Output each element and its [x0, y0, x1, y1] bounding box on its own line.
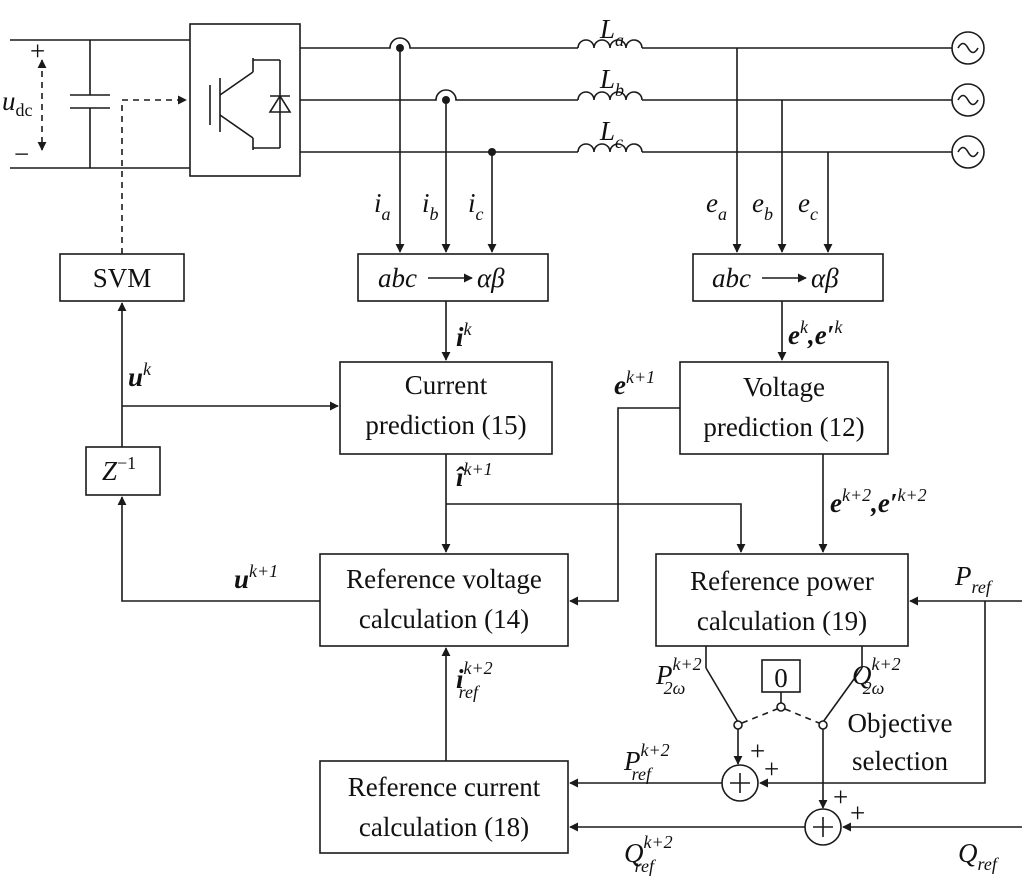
voltage-prediction-block: Voltage prediction (12)	[679, 361, 889, 455]
summer-p: + +	[721, 729, 779, 802]
zero-block: 0	[774, 663, 788, 693]
uk-label: uk	[128, 359, 152, 392]
delay-label: Z−1	[102, 453, 136, 486]
ea-label: ea	[706, 188, 727, 224]
inductor-c-label: Lc	[599, 116, 623, 152]
svg-text:αβ: αβ	[811, 263, 839, 293]
svg-text:calculation (18): calculation (18)	[359, 812, 529, 842]
abc-transform-current: abc αβ	[357, 253, 549, 302]
ihat-label: îk+1	[456, 459, 493, 492]
svg-text:Reference power: Reference power	[690, 566, 874, 596]
svg-text:calculation (14): calculation (14)	[359, 604, 529, 634]
inverter	[189, 23, 301, 177]
abc-transform-voltage: abc αβ	[692, 253, 884, 302]
svg-text:calculation (19): calculation (19)	[697, 606, 867, 636]
delay-block: Z−1	[85, 446, 161, 496]
objective-selector: 0	[705, 646, 863, 730]
dc-link: + − udc	[2, 36, 190, 169]
svm-block: SVM	[59, 253, 185, 302]
svg-text:Reference voltage: Reference voltage	[346, 564, 542, 594]
udc-label: udc	[2, 86, 33, 120]
reference-power-block: Reference power calculation (19)	[655, 553, 909, 647]
svg-text:prediction (15): prediction (15)	[365, 410, 526, 440]
reference-voltage-block: Reference voltage calculation (14)	[319, 553, 569, 647]
voltage-sensors	[732, 48, 833, 253]
ik-label: ik	[456, 319, 473, 352]
reference-current-block: Reference current calculation (18)	[319, 760, 569, 854]
ek2-label: ek+2,e′k+2	[830, 485, 927, 518]
ec-label: ec	[798, 188, 818, 224]
ek-label: ek,e′k	[788, 317, 843, 350]
pref-label: Pref	[954, 561, 994, 597]
svg-text:SVM: SVM	[93, 263, 152, 293]
current-sensors	[395, 44, 497, 253]
svg-text:+: +	[750, 736, 765, 766]
svg-text:+: +	[850, 798, 865, 828]
objective-selection-label: Objective	[848, 708, 953, 738]
current-prediction-block: Current prediction (15)	[339, 361, 553, 455]
ib-label: ib	[422, 188, 439, 224]
svg-text:Voltage: Voltage	[743, 372, 825, 402]
ia-label: ia	[374, 188, 391, 224]
svg-text:Current: Current	[405, 370, 488, 400]
ek1-label: ek+1	[614, 367, 655, 400]
svg-text:prediction (12): prediction (12)	[703, 412, 864, 442]
uk1-label: uk+1	[234, 561, 278, 594]
ic-label: ic	[468, 188, 484, 224]
dc-plus-sign: +	[30, 36, 45, 66]
svg-text:+: +	[833, 782, 848, 812]
inductor-b-label: Lb	[599, 64, 624, 100]
svg-text:abc: abc	[712, 263, 751, 293]
svg-text:αβ: αβ	[477, 263, 505, 293]
objective-selection-label-2: selection	[852, 746, 948, 776]
phase-lines	[300, 31, 985, 169]
inductor-a-label: La	[599, 14, 624, 50]
svg-text:Reference current: Reference current	[348, 772, 541, 802]
eb-label: eb	[752, 188, 773, 224]
svg-text:abc: abc	[378, 263, 417, 293]
qref-label: Qref	[958, 838, 1000, 874]
dc-minus-sign: −	[14, 139, 29, 169]
summer-q: + +	[804, 729, 865, 846]
svg-text:+: +	[764, 754, 779, 784]
